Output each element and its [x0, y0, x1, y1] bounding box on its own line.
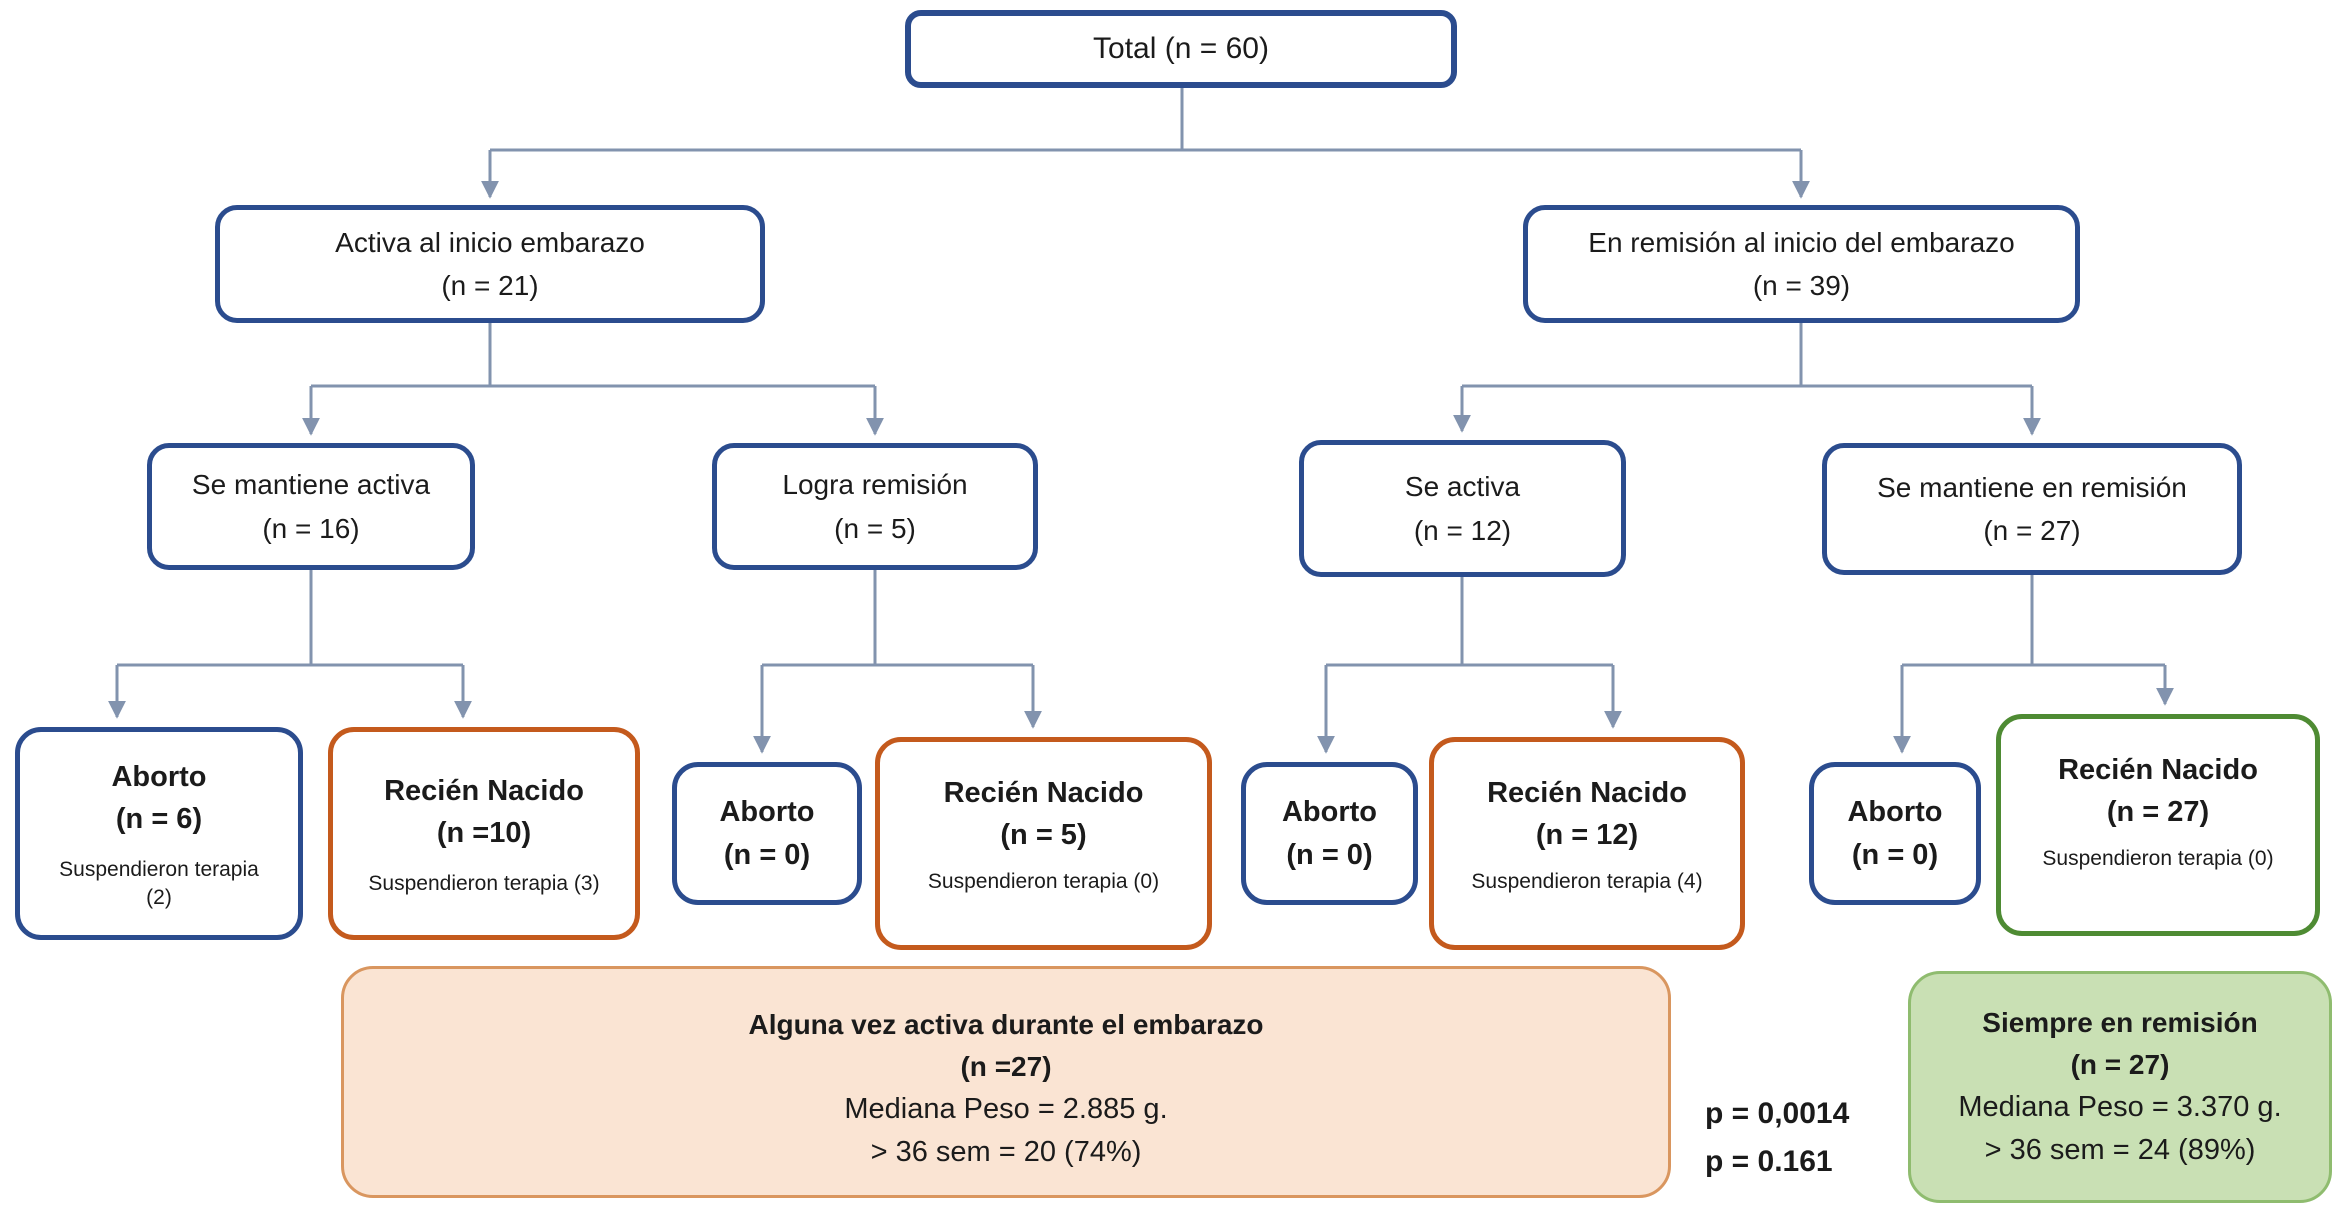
leaf-title: Recién Nacido — [1487, 777, 1687, 809]
leaf-recien-nacido-2: Recién Nacido (n = 5) Suspendieron terap… — [875, 737, 1212, 950]
leaf-note: Suspendieron terapia (3) — [368, 871, 600, 895]
leaf-count: (n = 0) — [723, 838, 811, 871]
leaf-count: (n = 6) — [115, 803, 203, 836]
leaf-count: (n = 5) — [1000, 819, 1087, 852]
leaf-count: (n = 27) — [2106, 796, 2210, 829]
panel-gestation: > 36 sem = 20 (74%) — [870, 1136, 1142, 1168]
node-se-activa: Se activa (n = 12) — [1299, 440, 1626, 577]
node-count: (n = 16) — [262, 512, 360, 544]
p-values: p = 0,0014 p = 0.161 — [1705, 1090, 1915, 1186]
panel-alguna-vez-activa: Alguna vez activa durante el embarazo (n… — [341, 966, 1671, 1198]
leaf-title: Aborto — [1847, 796, 1943, 829]
leaf-aborto-4: Aborto (n = 0) — [1809, 762, 1981, 905]
panel-median-weight: Mediana Peso = 3.370 g. — [1958, 1090, 2282, 1123]
node-label: Se mantiene en remisión — [1877, 471, 2187, 503]
leaf-aborto-3: Aborto (n = 0) — [1241, 762, 1418, 905]
leaf-recien-nacido-1: Recién Nacido (n =10) Suspendieron terap… — [328, 727, 640, 940]
node-count: (n = 5) — [834, 512, 916, 544]
node-activa-inicio-embarazo: Activa al inicio embarazo (n = 21) — [215, 205, 765, 323]
leaf-note: (2) — [146, 885, 172, 909]
leaf-note: Suspendieron terapia (4) — [1471, 870, 1703, 894]
leaf-recien-nacido-4: Recién Nacido (n = 27) Suspendieron tera… — [1996, 714, 2320, 936]
p-value-2: p = 0.161 — [1705, 1145, 1833, 1178]
panel-count: (n =27) — [960, 1050, 1052, 1082]
leaf-note: Suspendieron terapia (0) — [927, 870, 1160, 894]
leaf-count: (n = 0) — [1286, 838, 1373, 871]
panel-count: (n = 27) — [2070, 1048, 2170, 1080]
node-count: (n = 39) — [1752, 270, 1851, 301]
leaf-recien-nacido-3: Recién Nacido (n = 12) Suspendieron tera… — [1429, 737, 1745, 950]
node-total-label: Total (n = 60) — [1093, 32, 1269, 65]
leaf-title: Recién Nacido — [384, 774, 584, 807]
node-label: Activa al inicio embarazo — [335, 226, 645, 258]
panel-gestation: > 36 sem = 24 (89%) — [1984, 1134, 2256, 1166]
leaf-aborto-2: Aborto (n = 0) — [672, 762, 862, 905]
leaf-count: (n =10) — [436, 816, 532, 849]
node-en-remision-inicio-embarazo: En remisión al inicio del embarazo (n = … — [1523, 205, 2080, 323]
leaf-note: Suspendieron terapia — [59, 858, 259, 882]
panel-title: Siempre en remisión — [1982, 1006, 2258, 1038]
panel-siempre-en-remision: Siempre en remisión (n = 27) Mediana Pes… — [1908, 971, 2332, 1203]
leaf-title: Aborto — [1281, 796, 1378, 829]
leaf-title: Aborto — [719, 796, 815, 829]
node-logra-remision: Logra remisión (n = 5) — [712, 443, 1038, 570]
leaf-title: Recién Nacido — [2058, 754, 2258, 786]
node-se-mantiene-activa: Se mantiene activa (n = 16) — [147, 443, 475, 570]
node-label: Se activa — [1404, 471, 1521, 503]
leaf-title: Recién Nacido — [943, 777, 1144, 809]
leaf-note: Suspendieron terapia (0) — [2042, 847, 2274, 871]
leaf-count: (n = 12) — [1535, 819, 1639, 852]
node-count: (n = 12) — [1413, 514, 1512, 546]
node-label: En remisión al inicio del embarazo — [1588, 226, 2015, 258]
leaf-count: (n = 0) — [1851, 838, 1939, 871]
panel-title: Alguna vez activa durante el embarazo — [748, 1008, 1264, 1040]
p-value-1: p = 0,0014 — [1705, 1097, 1850, 1130]
node-se-mantiene-en-remision: Se mantiene en remisión (n = 27) — [1822, 443, 2242, 575]
leaf-aborto-1: Aborto (n = 6) Suspendieron terapia (2) — [15, 727, 303, 940]
node-total: Total (n = 60) — [905, 10, 1457, 88]
node-count: (n = 27) — [1983, 515, 2081, 546]
leaf-title: Aborto — [111, 761, 207, 794]
node-count: (n = 21) — [441, 270, 539, 301]
node-label: Se mantiene activa — [191, 469, 431, 501]
node-label: Logra remisión — [782, 469, 968, 501]
panel-median-weight: Mediana Peso = 2.885 g. — [844, 1092, 1168, 1125]
